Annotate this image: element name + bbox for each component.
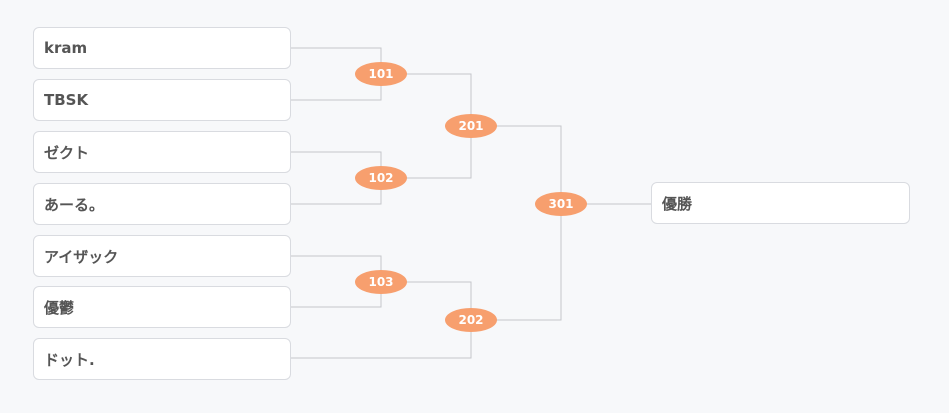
match-badge-102[interactable]: 102 — [355, 166, 407, 190]
participant-name: TBSK — [44, 91, 89, 109]
match-badge-101[interactable]: 101 — [355, 62, 407, 86]
match-badge-103[interactable]: 103 — [355, 270, 407, 294]
match-number: 301 — [548, 197, 574, 211]
participant-dot[interactable]: ドット. — [33, 338, 291, 380]
match-number: 103 — [368, 275, 394, 289]
match-number: 101 — [368, 67, 394, 81]
winner-label: 優勝 — [662, 194, 693, 213]
match-badge-201[interactable]: 201 — [445, 114, 497, 138]
participant-name: kram — [44, 39, 88, 57]
match-badge-202[interactable]: 202 — [445, 308, 497, 332]
participant-name: アイザック — [44, 247, 119, 266]
connector-101 — [381, 73, 472, 126]
match-number: 201 — [458, 119, 484, 133]
connector-102 — [381, 126, 472, 179]
participant-zekuto[interactable]: ゼクト — [33, 131, 291, 173]
connector-202 — [471, 204, 562, 321]
participant-name: あーる。 — [44, 195, 105, 214]
participant-kram[interactable]: kram — [33, 27, 291, 69]
participant-name: 優鬱 — [44, 298, 75, 317]
participant-yuutsu[interactable]: 優鬱 — [33, 286, 291, 328]
connector-103 — [381, 281, 472, 320]
participant-name: ゼクト — [44, 143, 90, 162]
participant-name: ドット. — [44, 350, 95, 369]
connector-201 — [471, 125, 562, 204]
participant-aaru[interactable]: あーる。 — [33, 183, 291, 225]
connector-dot — [291, 320, 472, 359]
participant-isaac[interactable]: アイザック — [33, 235, 291, 277]
match-number: 202 — [458, 313, 484, 327]
participant-tbsk[interactable]: TBSK — [33, 79, 291, 121]
winner-box[interactable]: 優勝 — [651, 182, 910, 224]
match-number: 102 — [368, 171, 394, 185]
match-badge-301[interactable]: 301 — [535, 192, 587, 216]
